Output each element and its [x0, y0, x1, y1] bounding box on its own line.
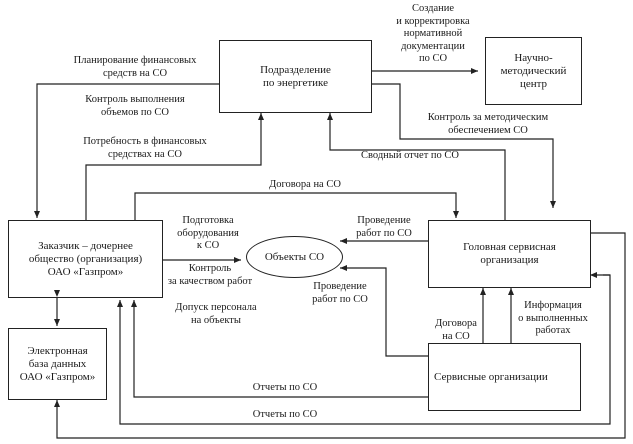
- label-summary-report: Сводный отчет по СО: [360, 150, 460, 161]
- label-control-method: Контроль за методическим обеспечением СО: [427, 112, 549, 136]
- edge-reports-1: [131, 300, 428, 398]
- edge-contracts: [134, 192, 459, 220]
- node-database: Электронная база данных ОАО «Газпром»: [8, 328, 107, 400]
- edge-outer-loop: [54, 232, 626, 439]
- label-need-finance: Потребность в финансовых средствах на СО: [83, 136, 207, 160]
- label-reports-2: Отчеты по СО: [252, 409, 318, 420]
- edge-control-method: [372, 83, 556, 208]
- node-customer-label: Заказчик – дочернее общество (организаци…: [28, 239, 143, 278]
- edge-summary-report: [327, 113, 506, 220]
- node-objects-label: Объекты СО: [264, 251, 325, 263]
- label-personnel-access: Допуск персонала на объекты: [175, 302, 257, 326]
- node-customer: Заказчик – дочернее общество (организаци…: [8, 220, 163, 298]
- label-create-docs: Создание и корректировка нормативной док…: [396, 3, 470, 64]
- edge-plan-finance: [34, 83, 219, 218]
- label-plan-finance: Планирование финансовых средств на СО: [73, 55, 197, 79]
- label-contracts: Договора на СО: [269, 179, 341, 190]
- label-reports-1: Отчеты по СО: [252, 382, 318, 393]
- node-service-orgs: Сервисные организации: [428, 343, 581, 411]
- label-contracts-service: Договора на СО: [435, 318, 477, 342]
- node-sci-center: Научно- методический центр: [485, 37, 582, 105]
- node-energy-division: Подразделение по энергетике: [219, 40, 372, 113]
- node-service-orgs-label: Сервисные организации: [434, 370, 548, 383]
- node-objects: Объекты СО: [246, 236, 343, 278]
- label-control-volume: Контроль выполнения объемов по СО: [85, 94, 185, 118]
- label-prep-equipment: Подготовка оборудования к СО: [177, 215, 239, 251]
- edge-works-service: [340, 265, 428, 357]
- node-energy-division-label: Подразделение по энергетике: [260, 63, 331, 89]
- label-works-service: Проведение работ по СО: [312, 281, 368, 305]
- label-info-completed: Информация о выполненных работах: [518, 300, 588, 336]
- label-quality-control: Контроль за качеством работ: [167, 263, 253, 287]
- edge-need-finance: [85, 113, 264, 220]
- node-head-service-label: Головная сервисная организация: [463, 241, 556, 266]
- label-works-head: Проведение работ по СО: [356, 215, 412, 239]
- node-database-label: Электронная база данных ОАО «Газпром»: [19, 344, 96, 383]
- node-head-service: Головная сервисная организация: [428, 220, 591, 288]
- node-sci-center-label: Научно- методический центр: [500, 51, 567, 90]
